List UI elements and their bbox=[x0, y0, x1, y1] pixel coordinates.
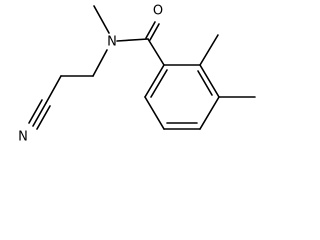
n-methyl-bond bbox=[93, 5, 110, 34]
ring-bond-2 bbox=[199, 64, 220, 98]
nitrile-nitrogen-atom: N bbox=[18, 130, 28, 145]
n-ch2-bond bbox=[92, 49, 108, 77]
amide-nitrogen-atom: N bbox=[107, 35, 117, 50]
structure-canvas: O N N bbox=[18, 4, 256, 145]
nitrile-bond-3 bbox=[36, 105, 51, 130]
ring-methyl-1 bbox=[199, 34, 219, 66]
ring-double-bond-3 bbox=[150, 69, 168, 98]
ring-bond-6 bbox=[144, 64, 165, 98]
chemical-structure: O N N bbox=[18, 4, 256, 145]
carbonyl-bond-outer bbox=[145, 21, 156, 39]
ch2-cn-bond bbox=[45, 75, 62, 104]
ring-bond-3 bbox=[199, 96, 220, 130]
oxygen-atom: O bbox=[153, 4, 163, 19]
carbonyl-ring-bond bbox=[147, 38, 165, 66]
nitrile-bond-2 bbox=[28, 99, 43, 124]
ring-bond-5 bbox=[144, 96, 165, 130]
ring-double-bond-1 bbox=[197, 70, 213, 96]
amide-bond bbox=[116, 38, 149, 42]
carbonyl-bond-inner bbox=[149, 23, 160, 41]
nitrile-bond-1 bbox=[32, 102, 47, 127]
